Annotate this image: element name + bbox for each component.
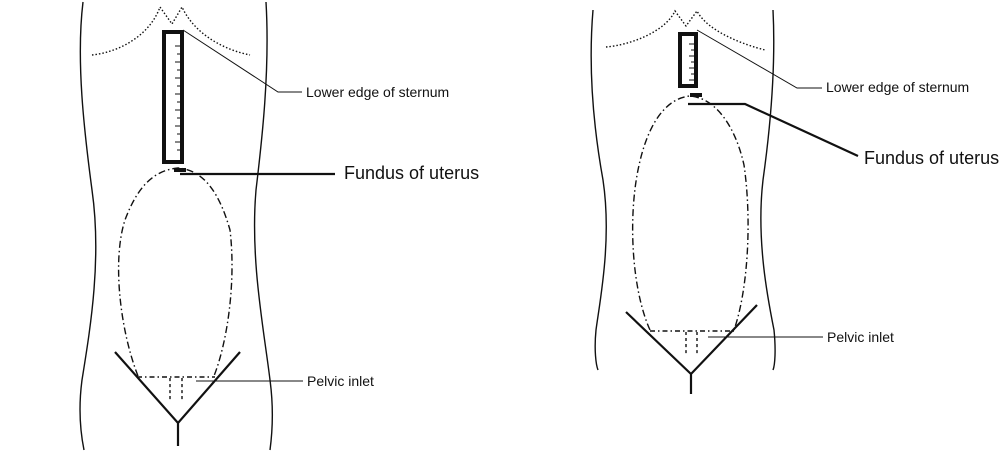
- right-sternum-label: Lower edge of sternum: [826, 79, 970, 95]
- right-sternum-leader: [696, 29, 822, 89]
- right-body-outline-left: [590, 9, 607, 371]
- left-rib-line: [91, 5, 251, 56]
- right-ruler-ticks: [689, 43, 694, 81]
- left-sternum-label: Lower edge of sternum: [306, 84, 450, 100]
- left-ruler-ticks: [175, 45, 180, 151]
- right-fundus-label: Fundus of uterus: [864, 148, 1000, 168]
- right-pelvis-v: [625, 304, 758, 394]
- right-ruler-base: [690, 93, 702, 97]
- right-figure: [590, 9, 776, 394]
- right-leaders: [688, 29, 859, 338]
- right-fundus-leader: [688, 102, 859, 157]
- left-ruler: [162, 30, 186, 172]
- left-pelvic-canal: [169, 378, 183, 403]
- left-fundus-label: Fundus of uterus: [344, 163, 480, 183]
- left-body-outline-right: [253, 1, 274, 451]
- left-pelvic-label: Pelvic inlet: [307, 373, 374, 389]
- left-ruler-frame: [162, 30, 184, 164]
- right-rib-line: [605, 9, 766, 51]
- left-leaders: [180, 29, 335, 382]
- right-uterus-outline: [631, 95, 749, 331]
- right-pelvic-label: Pelvic inlet: [827, 329, 894, 345]
- left-body-outline-left: [79, 1, 97, 451]
- right-ruler: [678, 32, 702, 97]
- right-pelvic-canal: [685, 331, 698, 355]
- left-uterus-outline: [117, 167, 233, 377]
- right-ruler-frame: [678, 32, 698, 88]
- left-pelvis-v: [114, 351, 241, 446]
- right-body-outline-right: [760, 9, 776, 371]
- left-sternum-leader: [182, 29, 302, 93]
- left-ruler-base: [174, 168, 186, 172]
